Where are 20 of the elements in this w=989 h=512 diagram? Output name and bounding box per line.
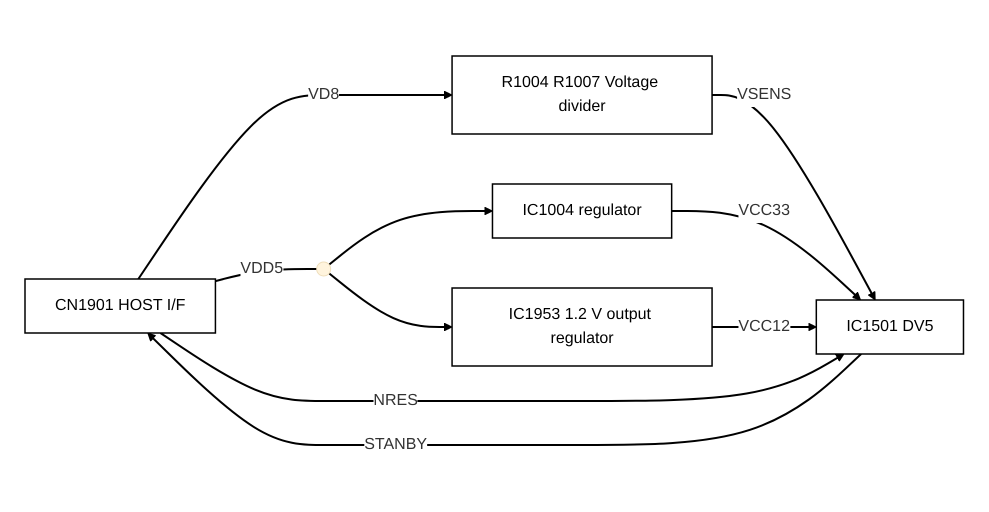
- edge-label: NRES: [374, 392, 418, 408]
- arrow: [328, 206, 494, 265]
- edge-label: VDD5: [240, 260, 284, 276]
- arrow: [160, 332, 845, 402]
- edge-label: VCC33: [738, 202, 790, 218]
- arrow: [672, 210, 862, 300]
- node-box: IC1953 1.2 V output regulator: [452, 286, 714, 366]
- edge-label: VD8: [308, 86, 340, 102]
- arrow: [712, 94, 876, 300]
- edge-label: VCC12: [738, 318, 790, 334]
- edge-label: STANBY: [364, 436, 428, 452]
- node-box: IC1004 regulator: [492, 182, 673, 238]
- arrow: [138, 90, 453, 280]
- node-circle: [316, 261, 332, 276]
- node-box: R1004 R1007 Voltage divider: [452, 54, 714, 134]
- arrow: [148, 332, 862, 446]
- arrow: [328, 272, 453, 331]
- node-box: CN1901 HOST I/F: [24, 278, 216, 334]
- node-box: IC1501 DV5: [816, 298, 964, 354]
- edge-label: VSENS: [737, 86, 792, 102]
